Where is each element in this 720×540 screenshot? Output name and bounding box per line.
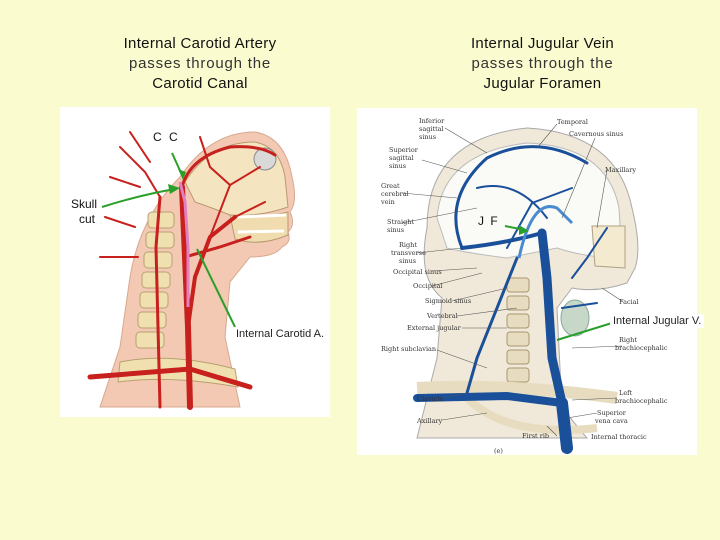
anat-label-brachiocephalic-2: brachiocephalic <box>615 397 668 405</box>
internal-carotid-label: Internal Carotid A. <box>233 327 328 341</box>
internal-jugular-label: Internal Jugular V. <box>610 314 705 328</box>
right-title-line-2: passes through the <box>471 55 614 72</box>
anat-label-sinus-4: sinus <box>399 257 416 265</box>
anat-label-sigmoid-sinus: Sigmoid sinus <box>425 297 471 305</box>
anat-label-clavicle: Clavicle <box>417 395 443 403</box>
anat-label-sagittal-1: sagittal <box>419 125 444 133</box>
skull-cut-arrow-head <box>168 184 180 194</box>
left-title-line-1: Internal Carotid Artery <box>123 35 277 52</box>
clavicle <box>416 380 618 404</box>
teeth <box>237 213 287 234</box>
arteries <box>87 131 277 410</box>
anat-label-vein: vein <box>380 198 395 206</box>
carotid-artery-illustration <box>60 107 330 417</box>
jaw-bone <box>591 225 626 269</box>
anat-label-sinus-3: sinus <box>387 226 404 234</box>
jf-arrow-head <box>519 225 529 235</box>
thyroid <box>560 299 590 337</box>
anat-label-first-rib: First rib <box>522 432 549 440</box>
jugular-vein-illustration: Inferior sagittal sinus Temporal Caverno… <box>357 108 697 455</box>
skull-cut-label-line-1: Skull <box>71 197 98 211</box>
leader-lines <box>401 123 623 437</box>
right-title-line-1: Internal Jugular Vein <box>470 35 615 52</box>
right-title-line-3: Jugular Foramen <box>483 75 602 92</box>
cc-arrow-head <box>178 169 186 180</box>
anat-label-maxillary: Maxillary <box>605 166 636 174</box>
internal-jugular-arrow <box>556 322 613 341</box>
anatomy-labels: Inferior sagittal sinus Temporal Caverno… <box>380 117 668 455</box>
clavicle-bone <box>117 357 239 388</box>
anat-label-occipital: Occipital <box>413 282 443 290</box>
anat-label-vertebral: Vertebral <box>426 312 458 320</box>
anat-label-right-subclavian: Right subclavian <box>381 345 436 353</box>
anat-label-right-1: Right <box>399 241 417 249</box>
anat-label-right-2: Right <box>619 336 637 344</box>
anat-label-sagittal-2: sagittal <box>389 154 414 162</box>
left-title-line-3: Carotid Canal <box>152 75 248 92</box>
anat-label-straight: Straight <box>387 218 414 226</box>
left-title: Internal Carotid Artery passes through t… <box>95 34 305 94</box>
cc-label: C C <box>153 130 180 144</box>
jf-label: J F <box>478 214 500 228</box>
skull-cut-label: Skull cut <box>71 197 97 227</box>
veins <box>413 145 608 454</box>
anat-label-transverse: transverse <box>391 249 426 257</box>
spine <box>506 277 530 383</box>
anat-label-axillary: Axillary <box>416 417 443 425</box>
left-title-line-2: passes through the <box>129 55 271 72</box>
anat-label-occipital-sinus: Occipital sinus <box>393 268 442 276</box>
anat-label-superior-1: Superior <box>389 146 419 154</box>
anat-label-brachiocephalic-1: brachiocephalic <box>615 344 668 352</box>
anat-label-temporal: Temporal <box>557 118 588 126</box>
carotid-artery-drawing <box>87 131 296 410</box>
jugular-foramen-area <box>517 205 574 259</box>
anat-label-vena-cava: vena cava <box>594 417 628 425</box>
anat-label-facial: Facial <box>619 298 639 306</box>
anat-label-great: Great <box>381 182 400 190</box>
anat-label-sinus-2: sinus <box>389 162 406 170</box>
right-title: Internal Jugular Vein passes through the… <box>440 34 645 94</box>
anat-label-internal-thoracic: Internal thoracic <box>591 433 647 441</box>
anat-label-cavernous-sinus: Cavernous sinus <box>569 130 623 138</box>
skull-cut-arrow <box>101 188 176 208</box>
first-rib <box>464 395 598 434</box>
anat-label-inferior: Inferior <box>419 117 445 125</box>
skull-cut-label-line-2: cut <box>79 212 96 226</box>
anat-label-external-jugular: External jugular <box>407 324 462 332</box>
anat-label-superior-2: Superior <box>597 409 627 417</box>
internal-carotid-arrow <box>196 248 236 328</box>
anat-label-figure-letter: (e) <box>494 447 503 455</box>
internal-carotid-artery <box>178 181 190 307</box>
jugular-vein-drawing: Inferior sagittal sinus Temporal Caverno… <box>380 117 668 455</box>
anat-label-sinus-1: sinus <box>419 133 436 141</box>
anat-label-left: Left <box>619 389 633 397</box>
anat-label-cerebral: cerebral <box>381 190 409 198</box>
